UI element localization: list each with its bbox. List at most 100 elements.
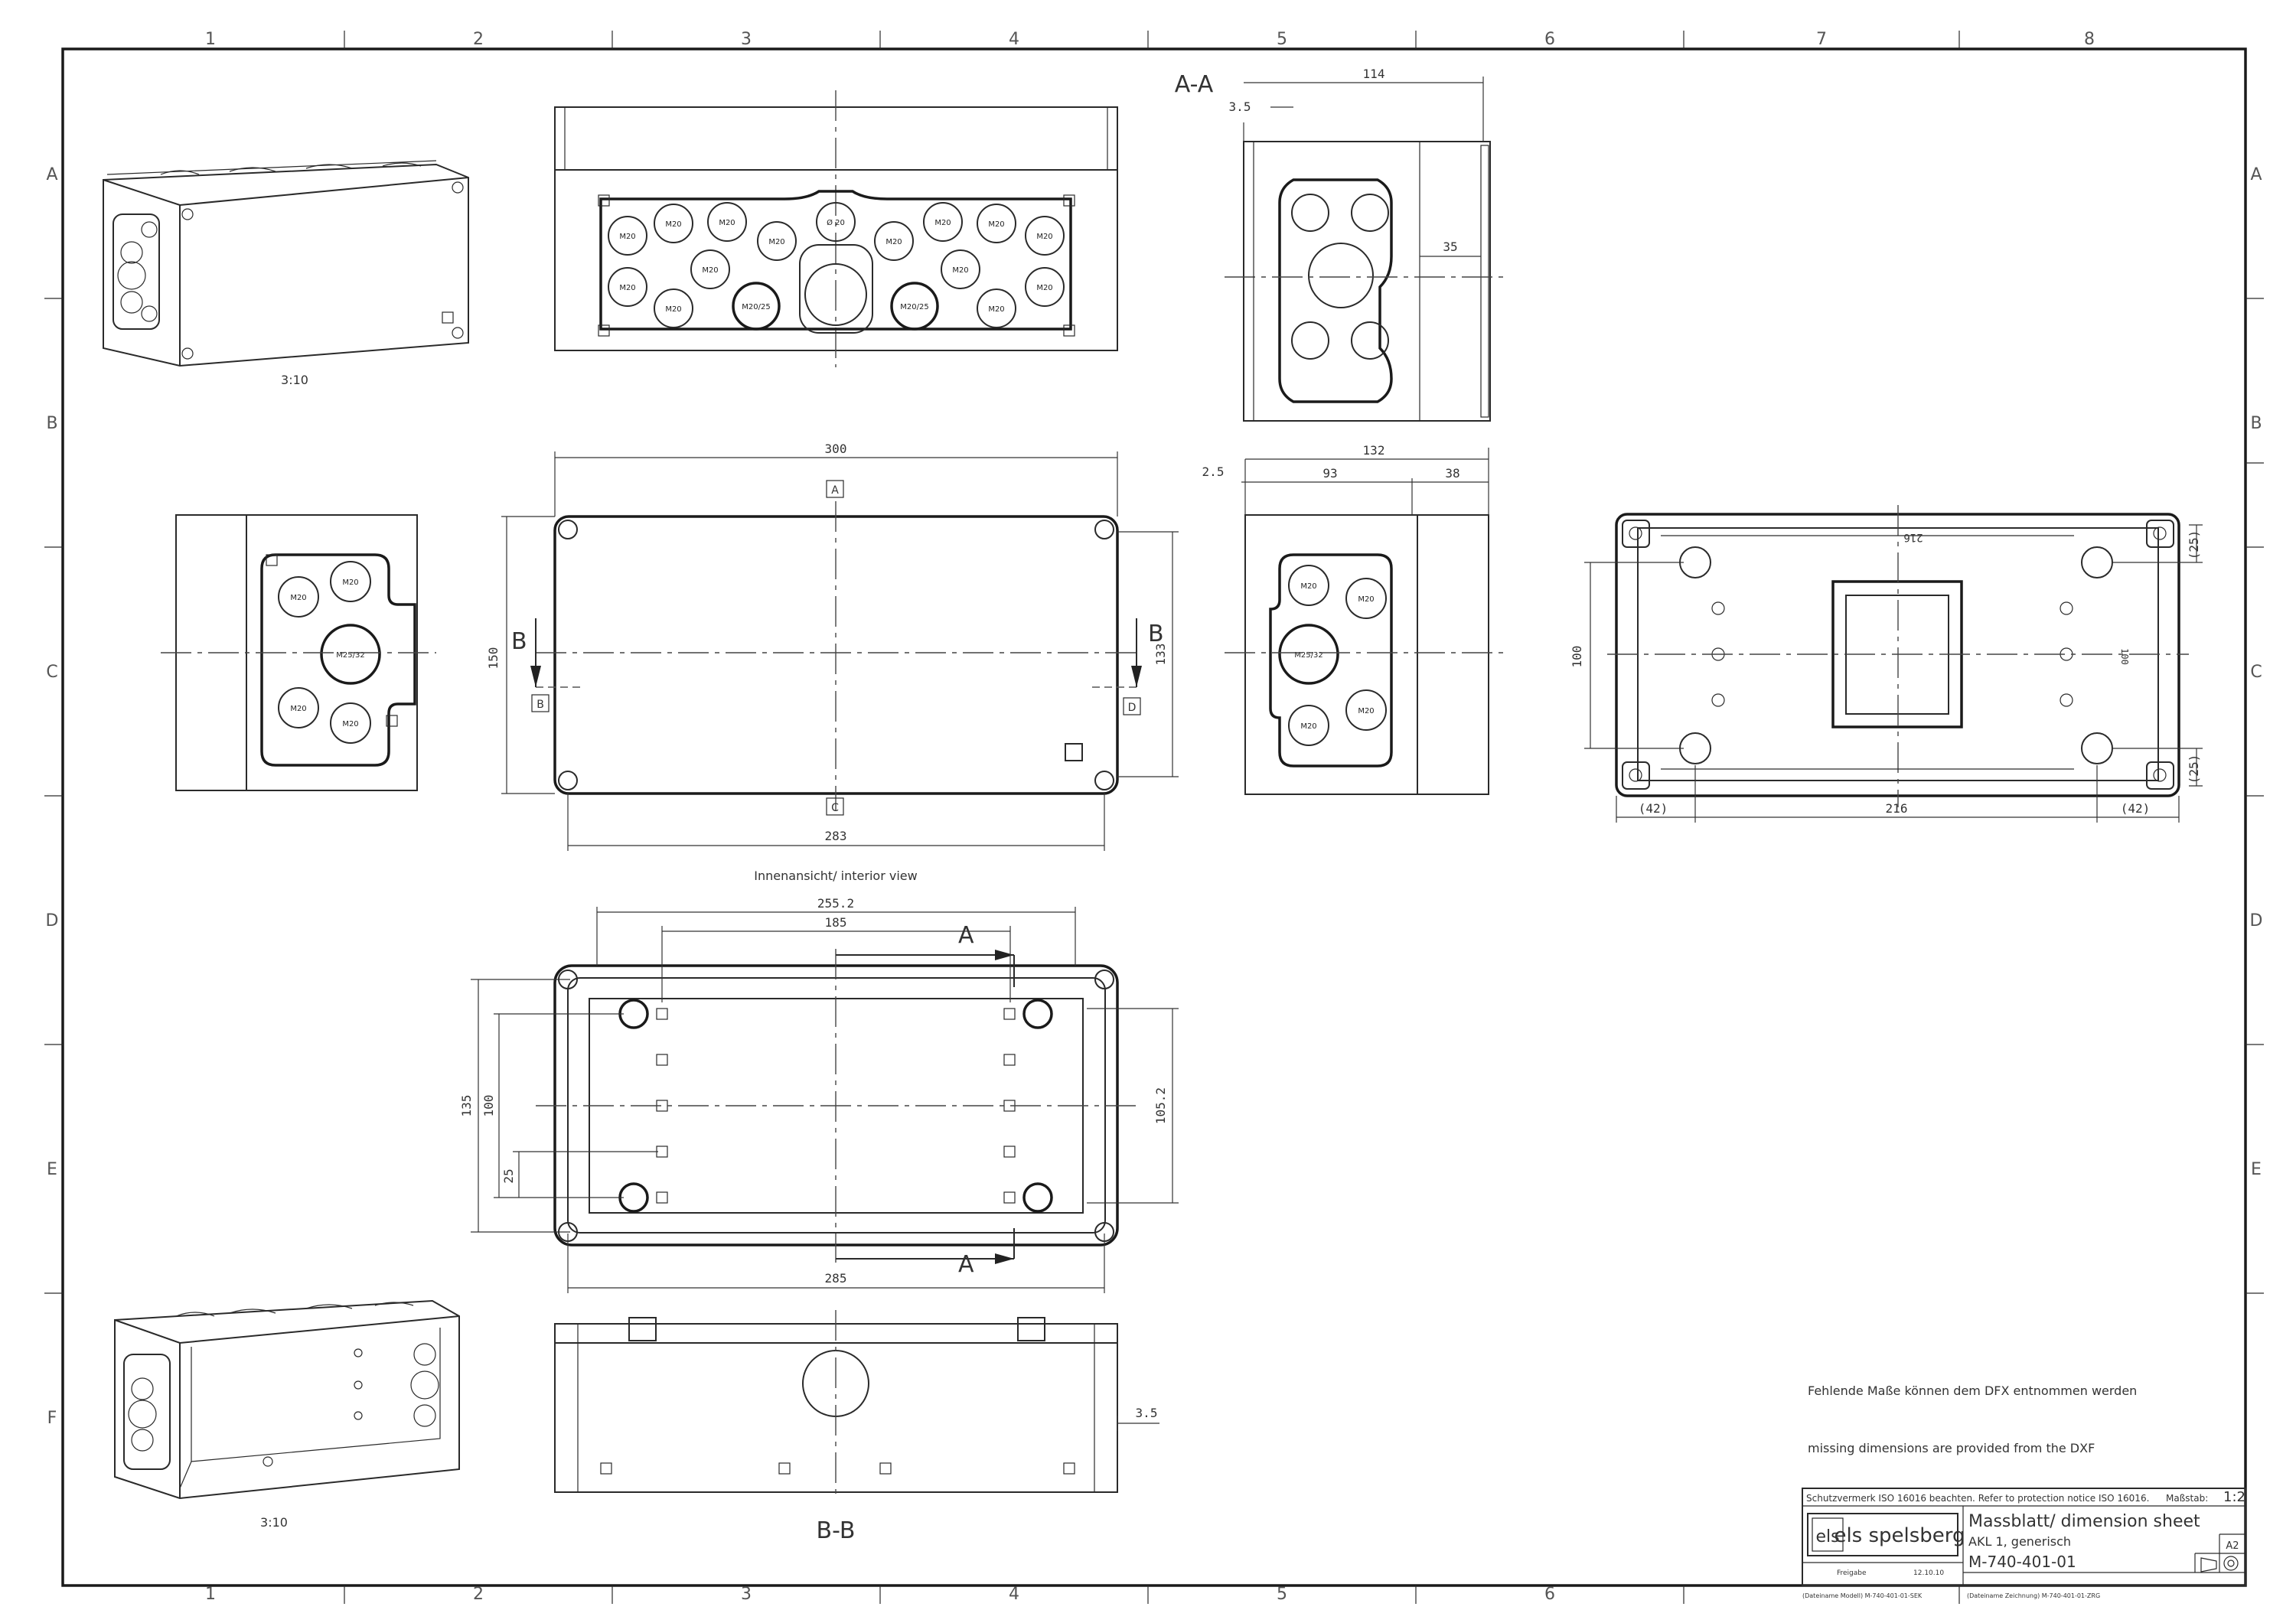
- drawing-number: M-740-401-01: [1968, 1553, 2076, 1571]
- top-view-glands: M20 M20 M20 M20 Ø 20 M20 M20 M20 M20 M20…: [608, 202, 1065, 331]
- note-line-2: missing dimensions are provided from the…: [1808, 1441, 2095, 1455]
- ref-box-b: B: [536, 699, 544, 711]
- grid-col-5-bottom: 5: [1277, 1585, 1287, 1604]
- grid-col-2-top: 2: [473, 30, 484, 49]
- dim-front-width: 300: [825, 442, 847, 456]
- grid-col-8-top: 8: [2084, 30, 2095, 49]
- gland-label: M20: [702, 266, 718, 275]
- gland-label: M20: [665, 305, 681, 314]
- iso-view-top: 3:10: [103, 160, 469, 387]
- gland-label: M20: [1358, 707, 1374, 715]
- grid-col-1-bottom: 1: [205, 1585, 216, 1604]
- drawing-title: Massblatt/ dimension sheet: [1968, 1512, 2200, 1531]
- gland-label: M20: [768, 238, 784, 246]
- gland-label: M20: [1300, 582, 1316, 591]
- dim-int-inner: 185: [825, 915, 847, 930]
- gland-label: M20: [988, 305, 1004, 314]
- gland-label: M20: [988, 220, 1004, 229]
- grid-col-3-bottom: 3: [741, 1585, 752, 1604]
- cut-marker-a-bottom: A: [958, 1251, 974, 1278]
- interior-view: Innenansicht/ interior view A A: [459, 869, 1179, 1293]
- note-line-1: Fehlende Maße können dem DFX entnommen w…: [1808, 1383, 2137, 1398]
- dim-front-height: 150: [486, 647, 501, 670]
- dim-back-vertical-inner: 100: [2119, 648, 2130, 665]
- title-scale-label: Maßstab:: [2166, 1493, 2208, 1504]
- dim-int-height-100: 100: [481, 1095, 496, 1117]
- grid-row-b-right: B: [2250, 414, 2262, 433]
- dim-back-top-offset: (25): [2187, 530, 2201, 560]
- cut-marker-b-left: B: [511, 628, 527, 655]
- grid-row-d-right: D: [2250, 911, 2263, 930]
- grid-col-2-bottom: 2: [473, 1585, 484, 1604]
- file-ref-drawing: (Dateiname Zeichnung) M-740-401-01-ZRG: [1967, 1592, 2100, 1599]
- dim-side-a: 93: [1322, 466, 1337, 481]
- grid-col-6-top: 6: [1544, 30, 1555, 49]
- cut-marker-a-top: A: [958, 922, 974, 949]
- dim-side-offset: 2.5: [1202, 464, 1225, 479]
- dim-int-outer: 255.2: [817, 896, 854, 911]
- section-aa-title: A-A: [1175, 71, 1214, 98]
- dim-back-center: 216: [1886, 801, 1908, 816]
- cut-marker-b-right: B: [1148, 621, 1164, 647]
- grid-col-7-top: 7: [1816, 30, 1827, 49]
- grid-col-1-top: 1: [205, 30, 216, 49]
- top-view: M20 M20 M20 M20 Ø 20 M20 M20 M20 M20 M20…: [554, 90, 1118, 367]
- gland-label: M20: [952, 266, 968, 275]
- drawing-subtitle: AKL 1, generisch: [1968, 1534, 2071, 1549]
- gland-label: M20/25: [742, 303, 770, 311]
- gland-label: Ø 20: [827, 218, 845, 227]
- grid-row-e-left: E: [47, 1160, 57, 1179]
- company-logo: els spelsberg: [1834, 1524, 1965, 1547]
- gland-label: M25/32: [336, 651, 364, 660]
- dim-front-inner-height: 133: [1153, 644, 1168, 666]
- gland-label: M20: [665, 220, 681, 229]
- dim-back-height: 100: [1570, 646, 1584, 668]
- dim-back-left: (42): [1639, 801, 1668, 816]
- gland-label: M20/25: [900, 303, 928, 311]
- side-view-right: M20 M20 M25/32 M20 M20 132 93 38 2.5: [1202, 443, 1508, 795]
- dim-front-hole-spacing: 283: [825, 829, 847, 843]
- gland-label: M20: [1300, 722, 1316, 731]
- dim-back-bottom-offset: (25): [2187, 754, 2201, 784]
- grid-row-a-left: A: [46, 165, 57, 184]
- iso-top-scale: 3:10: [281, 373, 308, 387]
- notes: Fehlende Maße können dem DFX entnommen w…: [1808, 1383, 2137, 1455]
- section-a-a: A-A 114 3.5 35: [1175, 67, 1508, 422]
- dim-back-top-inner: 216: [1903, 531, 1923, 543]
- dim-int-height-135: 135: [459, 1095, 474, 1117]
- grid-row-d-left: D: [46, 911, 59, 930]
- gland-label: M20: [885, 238, 902, 246]
- ref-box-c: C: [831, 802, 839, 814]
- gland-label: M20: [934, 219, 951, 227]
- gland-label: M20: [1036, 284, 1052, 292]
- section-b-b: 3.5 B-B: [554, 1310, 1159, 1544]
- iso-bottom-scale: 3:10: [260, 1515, 288, 1530]
- grid-col-4-bottom: 4: [1009, 1585, 1019, 1604]
- gland-label: M25/32: [1294, 651, 1322, 660]
- ref-box-a: A: [831, 484, 839, 497]
- front-view: B B A B C D 300 150 133 283: [486, 442, 1179, 851]
- sheet-frame: [44, 31, 2264, 1604]
- title-protection-note: Schutzvermerk ISO 16016 beachten. Refer …: [1806, 1493, 2149, 1504]
- gland-label: M20: [342, 578, 358, 587]
- sheet-size: A2: [2226, 1540, 2239, 1552]
- projection-symbol-icon: [2200, 1556, 2239, 1572]
- grid-row-e-right: E: [2251, 1160, 2262, 1179]
- grid-row-c-left: C: [46, 663, 57, 682]
- section-bb-title: B-B: [817, 1517, 856, 1544]
- file-ref-model: (Dateiname Modell) M-740-401-01-SEK: [1802, 1592, 1923, 1599]
- grid-col-3-top: 3: [741, 30, 752, 49]
- dim-int-right: 105.2: [1153, 1087, 1168, 1124]
- release-date: 12.10.10: [1913, 1569, 1944, 1577]
- grid-row-a-right: A: [2250, 165, 2262, 184]
- title-block: Schutzvermerk ISO 16016 beachten. Refer …: [1802, 1488, 2246, 1599]
- grid-col-6-bottom: 6: [1544, 1585, 1555, 1604]
- grid-labels: 1 2 3 4 5 6 7 8 1 2 3 4 5 6 A B C D E F …: [46, 30, 2263, 1604]
- gland-label: M20: [342, 720, 358, 728]
- dim-int-bottom: 285: [825, 1271, 847, 1286]
- ref-box-d: D: [1128, 702, 1137, 714]
- interior-view-label: Innenansicht/ interior view: [754, 869, 917, 883]
- grid-row-f-left: F: [47, 1409, 57, 1428]
- dim-aa-width: 114: [1363, 67, 1385, 81]
